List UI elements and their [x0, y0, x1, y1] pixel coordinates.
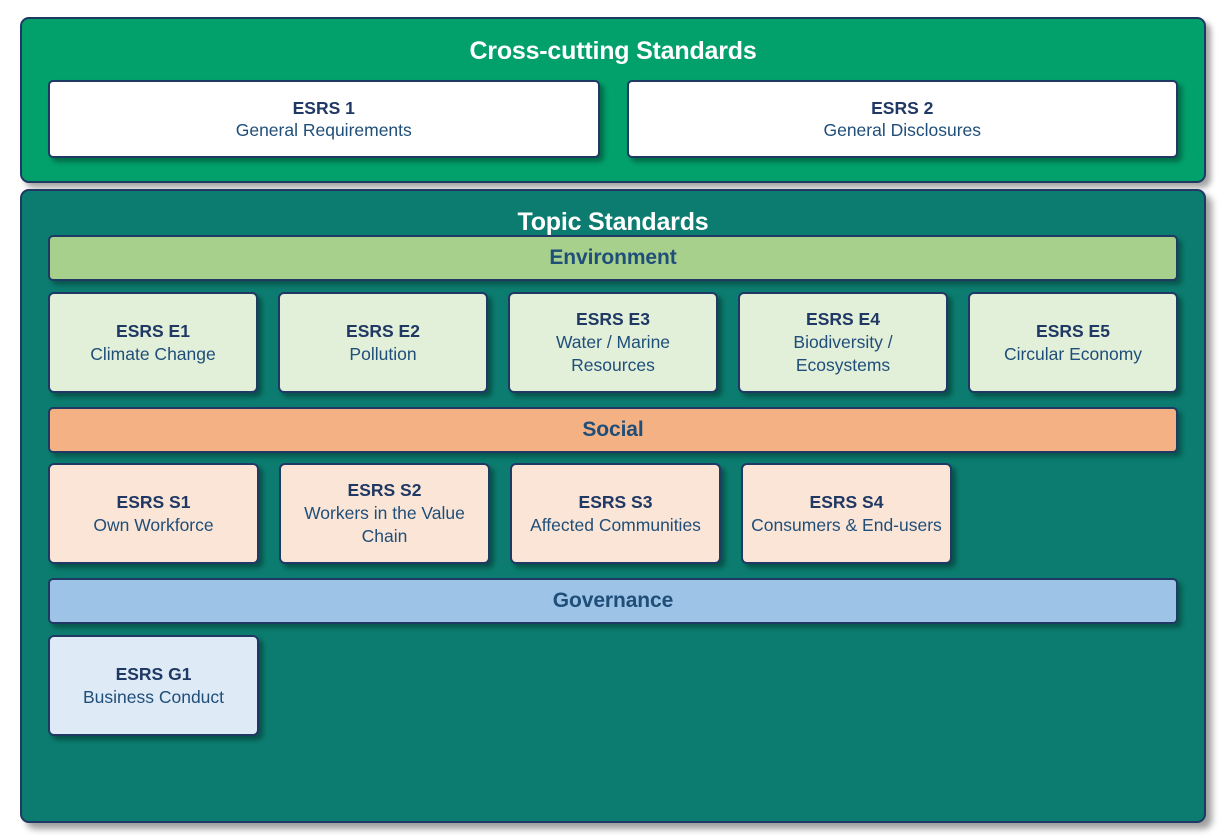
card-esrs-s2[interactable]: ESRS S2 Workers in the Value Chain [279, 463, 490, 564]
card-code: ESRS 1 [292, 97, 355, 118]
card-esrs-e5[interactable]: ESRS E5 Circular Economy [968, 292, 1178, 393]
card-name: Pollution [349, 343, 417, 364]
band-label: Governance [552, 589, 674, 612]
card-name: General Disclosures [823, 120, 982, 140]
social-cards-row: ESRS S1 Own Workforce ESRS S2 Workers in… [48, 463, 1178, 564]
card-esrs-s3[interactable]: ESRS S3 Affected Communities [510, 463, 721, 564]
card-code: ESRS E3 [576, 309, 650, 330]
card-code: ESRS S1 [116, 491, 191, 512]
governance-cards-row: ESRS G1 Business Conduct [48, 635, 1178, 736]
card-name: Own Workforce [93, 514, 214, 535]
card-code: ESRS S2 [347, 480, 422, 501]
cross-cutting-cards-row: ESRS 1 General Requirements ESRS 2 Gener… [22, 64, 1204, 158]
card-esrs-s1[interactable]: ESRS S1 Own Workforce [48, 463, 259, 564]
card-code: ESRS S4 [809, 491, 884, 512]
card-name: Water / Marine Resources [555, 332, 671, 375]
card-name: Business Conduct [82, 686, 225, 707]
band-social[interactable]: Social [48, 407, 1178, 453]
card-esrs-e2[interactable]: ESRS E2 Pollution [278, 292, 488, 393]
cross-cutting-standards-title: Cross-cutting Standards [469, 37, 757, 65]
cross-cutting-standards-block: Cross-cutting Standards ESRS 1 General R… [20, 17, 1206, 183]
card-esrs-1[interactable]: ESRS 1 General Requirements [48, 80, 600, 158]
card-name: Biodiversity / Ecosystems [793, 332, 893, 375]
band-label: Environment [549, 246, 677, 269]
band-governance[interactable]: Governance [48, 578, 1178, 624]
card-esrs-e4[interactable]: ESRS E4 Biodiversity / Ecosystems [738, 292, 948, 393]
card-name: Climate Change [90, 343, 216, 364]
card-name: General Requirements [235, 120, 412, 140]
pillar-environment: Environment ESRS E1 Climate Change ESRS … [22, 235, 1204, 393]
card-esrs-2[interactable]: ESRS 2 General Disclosures [626, 80, 1178, 158]
band-label: Social [582, 418, 644, 441]
card-code: ESRS 2 [871, 97, 934, 118]
card-code: ESRS E1 [116, 320, 190, 341]
card-name: Affected Communities [530, 514, 701, 535]
card-esrs-e1[interactable]: ESRS E1 Climate Change [48, 292, 258, 393]
card-esrs-e3[interactable]: ESRS E3 Water / Marine Resources [508, 292, 718, 393]
pillar-social: Social ESRS S1 Own Workforce ESRS S2 Wor… [22, 407, 1204, 564]
topic-standards-block: Topic Standards Environment ESRS E1 Clim… [20, 189, 1206, 823]
card-code: ESRS E4 [806, 309, 880, 330]
card-name: Circular Economy [1003, 343, 1143, 364]
card-esrs-g1[interactable]: ESRS G1 Business Conduct [48, 635, 259, 736]
environment-cards-row: ESRS E1 Climate Change ESRS E2 Pollution… [48, 292, 1178, 393]
card-name: Consumers & End-users [751, 514, 942, 535]
band-environment[interactable]: Environment [48, 235, 1178, 281]
card-esrs-s4[interactable]: ESRS S4 Consumers & End-users [741, 463, 952, 564]
card-code: ESRS E2 [346, 320, 420, 341]
pillar-governance: Governance ESRS G1 Business Conduct [22, 578, 1204, 736]
topic-standards-title: Topic Standards [517, 208, 709, 236]
card-name: Workers in the Value Chain [304, 503, 465, 546]
card-code: ESRS S3 [578, 491, 653, 512]
card-code: ESRS G1 [115, 663, 192, 684]
card-code: ESRS E5 [1036, 320, 1110, 341]
